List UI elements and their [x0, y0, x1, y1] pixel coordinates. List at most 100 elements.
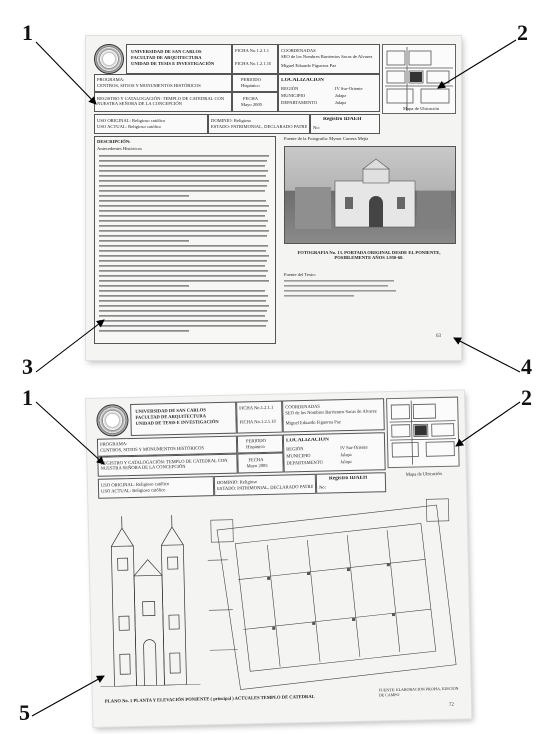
current-use-2: USO ACTUAL: Religioso católico [101, 487, 166, 494]
program-label: PROGRAMA: [97, 77, 125, 82]
region-label: REGIÓN [281, 86, 299, 91]
location-map-drawing-2 [389, 400, 457, 465]
coordinates-author: Miguel Eduardo Figueroa Paz [281, 63, 337, 68]
date-label-2: FECHA [248, 456, 264, 463]
registry-number: No: [313, 125, 320, 130]
registry-box-2: Registro IDAEH No: [315, 472, 387, 494]
current-use: USO ACTUAL: Religioso católico [97, 124, 162, 129]
department-value-2: Jalapa [340, 458, 353, 465]
floor-plan-drawing [207, 498, 457, 690]
registry-label-2: Registro IDAEH [328, 475, 368, 482]
university-seal-icon-2 [96, 404, 129, 437]
location-map: Mapa de Ubicación [382, 44, 456, 114]
tenure-text: DOMINIO: Religioso [211, 118, 252, 123]
description-text-lines [99, 155, 269, 332]
arrow-4 [453, 337, 521, 373]
ficha-number-b: FICHA No.1.2.1.1 [239, 404, 274, 411]
faculty-name: FACULTAD DE ARQUITECTURA [131, 55, 202, 60]
coordinates-box-2: COORDENADAS SEO de los Nombres Barriento… [282, 398, 385, 433]
church-photo [284, 146, 456, 244]
description-label: DESCRIPCIÓN: [97, 139, 131, 144]
ficha-number-2: FICHA No.1.2.1.10 [235, 61, 272, 66]
description-panel: DESCRIPCIÓN: Antecedentes Históricos [94, 136, 276, 344]
period-value: Hispánico [241, 83, 260, 88]
callout-4: 4 [521, 354, 532, 379]
callout-1-top: 1 [22, 20, 33, 45]
ficha-number: FICHA No.1.2.1.1 [235, 48, 270, 53]
region-label-2: REGIÓN [286, 446, 304, 452]
region-value: IV Sur-Oriente [335, 86, 363, 91]
header-institution-box: UNIVERSIDAD DE SAN CARLOS FACULTAD DE AR… [126, 44, 232, 74]
callout-5: 5 [19, 700, 30, 725]
registry-number-2: No: [319, 484, 327, 490]
program-text: CENTROS, SITIOS Y MONUMENTOS HISTÓRICOS [97, 83, 201, 88]
callout-2-bottom: 2 [521, 385, 532, 410]
callout-1-bottom: 1 [22, 385, 33, 410]
plan-source: FUENTE: ELABORACIÓN PROPIA, EDICIÓN DE C… [378, 686, 459, 698]
unit-name-2: UNIDAD DE TESIS E INVESTIGACIÓN [135, 418, 219, 426]
location-box-2: LOCALIZACIÓN REGIÓN IV Sur-Oriente MUNIC… [282, 432, 386, 473]
date-value: Mayo 2005 [241, 102, 263, 107]
location-map-2 [386, 396, 460, 469]
heritage-text-2: ESTADO: PATRIMONIAL, DECLARADO PATRIMONI… [217, 483, 314, 492]
department-label: DEPARTAMENTO [281, 100, 318, 105]
original-use: USO ORIGINAL: Religioso católico [97, 118, 166, 123]
use-box: USO ORIGINAL: Religioso católico USO ACT… [94, 114, 208, 134]
municipio-value-2: Jalapa [340, 451, 352, 458]
ficha-box-2: FICHA No.1.2.1.1 FICHA No.1.2.1.10 [236, 400, 283, 434]
period-label: PERIODO [241, 77, 261, 82]
department-value: Jalapa [335, 100, 347, 105]
text-source: Fuente del Texto: [284, 272, 316, 277]
callout-2-top: 2 [517, 20, 528, 45]
use-box-2: USO ORIGINAL: Religioso católico USO ACT… [97, 476, 215, 499]
university-name: UNIVERSIDAD DE SAN CARLOS [131, 49, 202, 54]
program-box: PROGRAMA: CENTROS, SITIOS Y MONUMENTOS H… [94, 74, 232, 92]
date-box-2: FECHA Mayo 2005 [237, 452, 284, 474]
municipio-label-2: MUNICIPIO [286, 452, 311, 459]
map-label-2: Mapa de Ubicación [405, 470, 442, 477]
municipio-label: MUNICIPIO [281, 93, 306, 98]
period-box: PERIODO Hispánico [232, 74, 278, 92]
arrow-2-bottom [455, 401, 521, 447]
header-institution-box-2: UNIVERSIDAD DE SAN CARLOS FACULTAD DE AR… [130, 401, 237, 436]
text-source-lines [284, 280, 396, 297]
registry-label: Registro IDAEH [323, 117, 362, 122]
document-sheet-2: UNIVERSIDAD DE SAN CARLOS FACULTAD DE AR… [86, 390, 472, 727]
project-text-2: REGISTRO Y CATALOGACIÓN: TEMPLO DE CATED… [100, 457, 228, 472]
project-text: REGISTRO Y CATALOGACIÓN: TEMPLO DE CATED… [97, 96, 225, 107]
plan-caption: PLANO No. 1 PLANTA Y ELEVACIÓN PONIENTE … [104, 693, 315, 704]
department-label-2: DEPARTAMENTO [286, 459, 323, 466]
history-label: Antecedentes Históricos [97, 146, 142, 151]
date-box: FECHA Mayo 2005 [232, 92, 278, 112]
page-number-2: 72 [448, 702, 455, 708]
coordinates-author-2: Miguel Eduardo Figueroa Paz [285, 419, 341, 426]
university-seal-icon [94, 44, 124, 74]
location-label: LOCALIZACIÓN [281, 78, 324, 83]
period-value-2: Hispánico [246, 443, 265, 450]
period-box-2: PERIODO Hispánico [236, 434, 284, 454]
ficha-box: FICHA No.1.2.1.1 FICHA No.1.2.1.10 [232, 44, 278, 74]
tenure-box-2: DOMINIO: Religioso ESTADO: PATRIMONIAL, … [213, 473, 317, 497]
location-label-2: LOCALIZACIÓN [285, 437, 329, 444]
coordinates-box: COORDENADAS SEO de los Nombres Barriento… [278, 44, 380, 74]
document-sheet-1: UNIVERSIDAD DE SAN CARLOS FACULTAD DE AR… [86, 36, 461, 360]
program-text-2: CENTROS, SITIOS Y MONUMENTOS HISTÓRICOS [100, 445, 205, 453]
west-elevation-drawing [100, 515, 201, 687]
registry-box: Registro IDAEH No: [310, 114, 380, 134]
date-value-2: Mayo 2005 [246, 462, 268, 469]
region-value-2: IV Sur-Oriente [340, 444, 368, 451]
coordinates-text: SEO de los Nombres Barrientos Sacas de A… [281, 54, 373, 59]
callout-3: 3 [22, 354, 33, 379]
photo-source: Fuente de la Fotografía: Mynor Carrera M… [284, 136, 369, 141]
unit-name: UNIDAD DE TESIS E INVESTIGACIÓN [131, 61, 215, 66]
coordinates-text-2: SEO de los Nombres Barrientos Sacas de A… [285, 408, 377, 416]
photo-caption: FOTOGRAFIA No. 13. PORTADA ORIGINAL DESD… [297, 250, 441, 261]
ficha-number-b2: FICHA No.1.2.1.10 [239, 418, 276, 425]
location-box: LOCALIZACIÓN REGIÓN IV Sur-Oriente MUNIC… [278, 74, 380, 112]
period-label-2: PERIODO [245, 437, 266, 444]
project-box: REGISTRO Y CATALOGACIÓN: TEMPLO DE CATED… [94, 92, 232, 112]
page-number-1: 63 [436, 334, 441, 339]
municipio-value: Jalapa [335, 93, 347, 98]
project-box-2: REGISTRO Y CATALOGACIÓN: TEMPLO DE CATED… [97, 453, 238, 477]
church-facade-image [295, 158, 451, 229]
